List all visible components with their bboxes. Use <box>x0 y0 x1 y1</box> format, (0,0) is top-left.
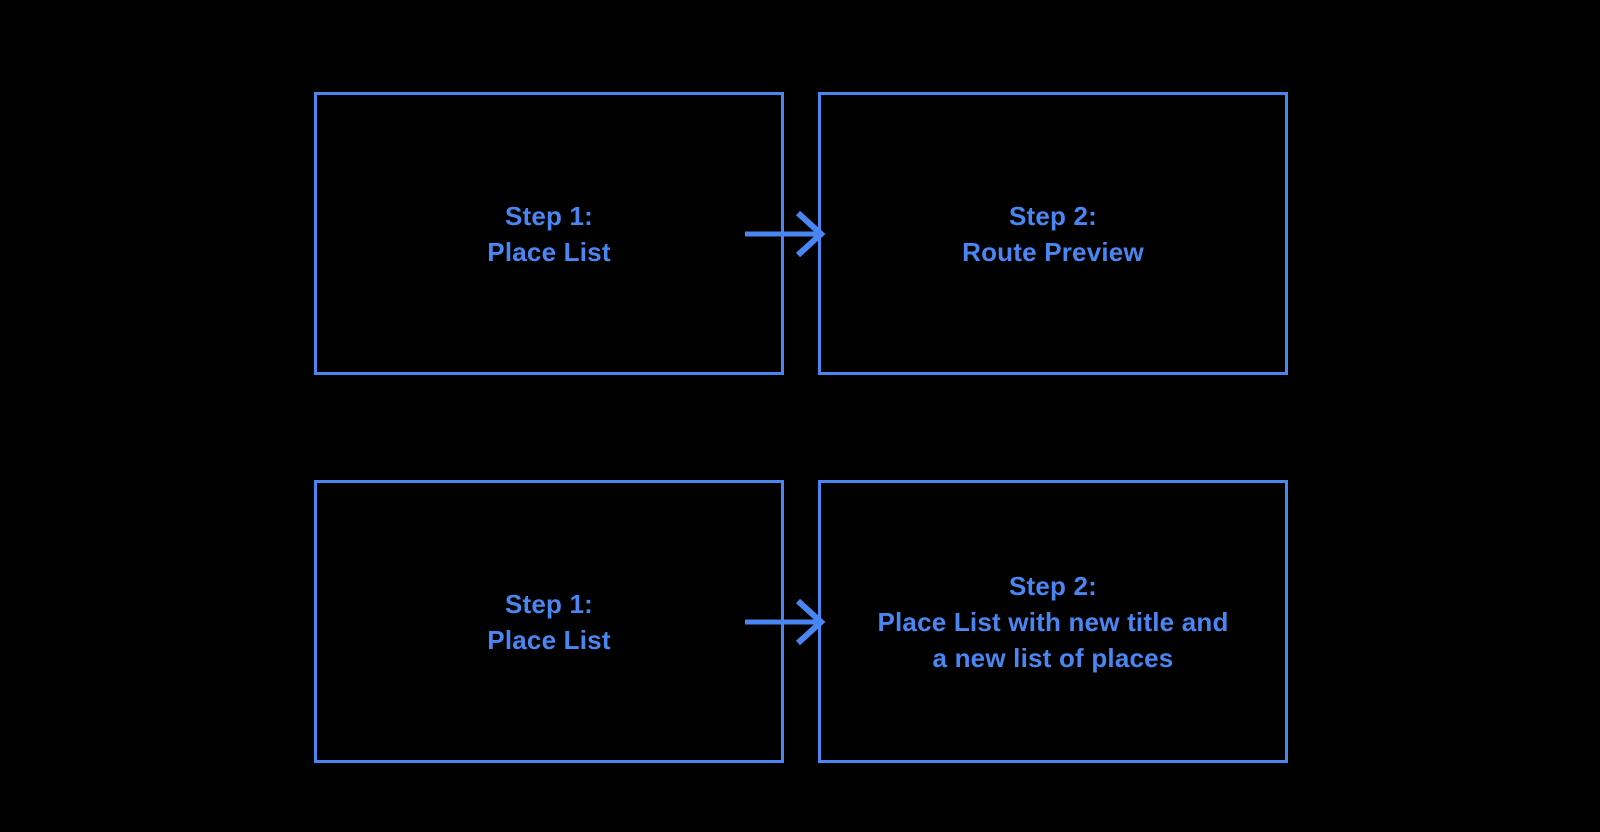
arrow-head <box>795 598 826 646</box>
arrow-head <box>795 210 826 258</box>
flow-box-label: Step 1: Place List <box>487 198 610 270</box>
arrow-right-icon <box>745 598 826 646</box>
label-line: Place List <box>487 236 611 267</box>
label-line: Place List <box>487 624 611 655</box>
flow-box-step2-bottom: Step 2: Place List with new title and a … <box>818 480 1288 763</box>
label-line: Step 1: <box>504 200 594 231</box>
label-line: Step 1: <box>504 588 594 619</box>
flow-box-label: Step 2: Place List with new title and a … <box>877 568 1228 676</box>
flow-box-step1-bottom: Step 1: Place List <box>314 480 784 763</box>
flow-box-step2-top: Step 2: Route Preview <box>818 92 1288 375</box>
flow-box-label: Step 1: Place List <box>487 586 610 658</box>
label-line: Route Preview <box>962 236 1144 267</box>
label-line: a new list of places <box>932 642 1174 673</box>
arrow-right-icon <box>745 210 826 258</box>
label-line: Step 2: <box>1008 570 1098 601</box>
flow-box-step1-top: Step 1: Place List <box>314 92 784 375</box>
flow-box-label: Step 2: Route Preview <box>962 198 1144 270</box>
label-line: Step 2: <box>1008 200 1098 231</box>
label-line: Place List with new title and <box>877 606 1229 637</box>
